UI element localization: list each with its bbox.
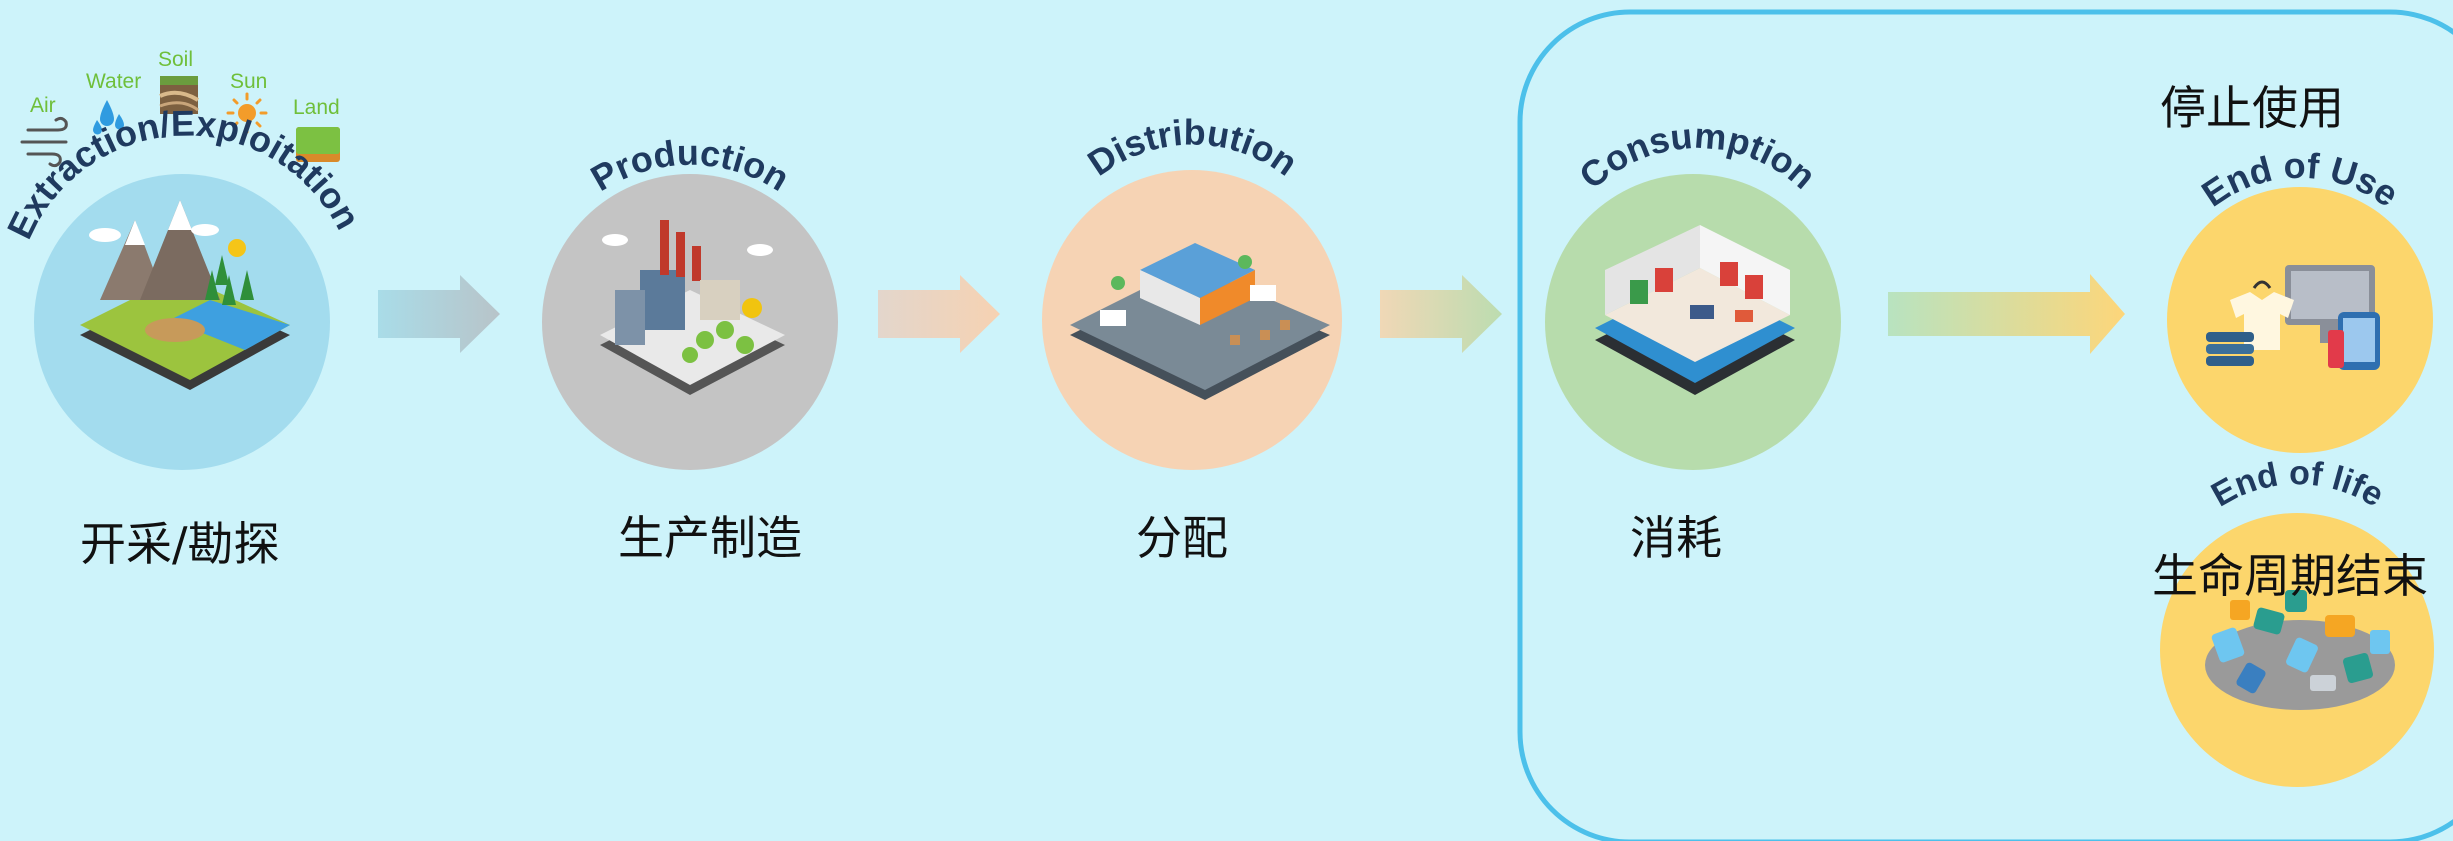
resource-label-air: Air: [30, 94, 56, 117]
resource-label-soil: Soil: [158, 48, 194, 71]
water-drop-icon: [93, 100, 124, 135]
flow-arrow-1: [378, 275, 500, 353]
end-of-life-title: End of life: [2205, 454, 2390, 514]
warehouse-icon: [1070, 243, 1330, 400]
resource-label-water: Water: [86, 70, 142, 93]
land-icon: [296, 127, 340, 162]
resource-label-land: Land: [293, 96, 340, 119]
distribution-label-cn: 分配: [1136, 511, 1228, 565]
resource-label-sun: Sun: [230, 70, 268, 93]
sun-icon: [226, 92, 268, 134]
waste-pile-icon: [2205, 590, 2395, 710]
flow-arrow-2: [878, 275, 1000, 353]
extraction-label-cn: 开采/勘探: [80, 517, 280, 571]
soil-icon: [159, 76, 200, 114]
mountain-mine-icon: [80, 200, 290, 390]
store-icon: [1595, 225, 1795, 395]
end-of-life-label-cn: 生命周期结束: [2152, 549, 2428, 603]
flow-arrow-3: [1380, 275, 1502, 353]
wind-icon: [20, 116, 68, 168]
consumption-end-frame: [1517, 9, 2453, 841]
production-label-cn: 生产制造: [618, 511, 802, 565]
end-of-use-label-cn: 停止使用: [2160, 81, 2344, 135]
clothes-devices-icon: [2206, 265, 2380, 370]
factory-icon: [600, 220, 785, 395]
flow-arrow-4: [1888, 274, 2125, 354]
consumption-label-cn: 消耗: [1630, 511, 1722, 565]
